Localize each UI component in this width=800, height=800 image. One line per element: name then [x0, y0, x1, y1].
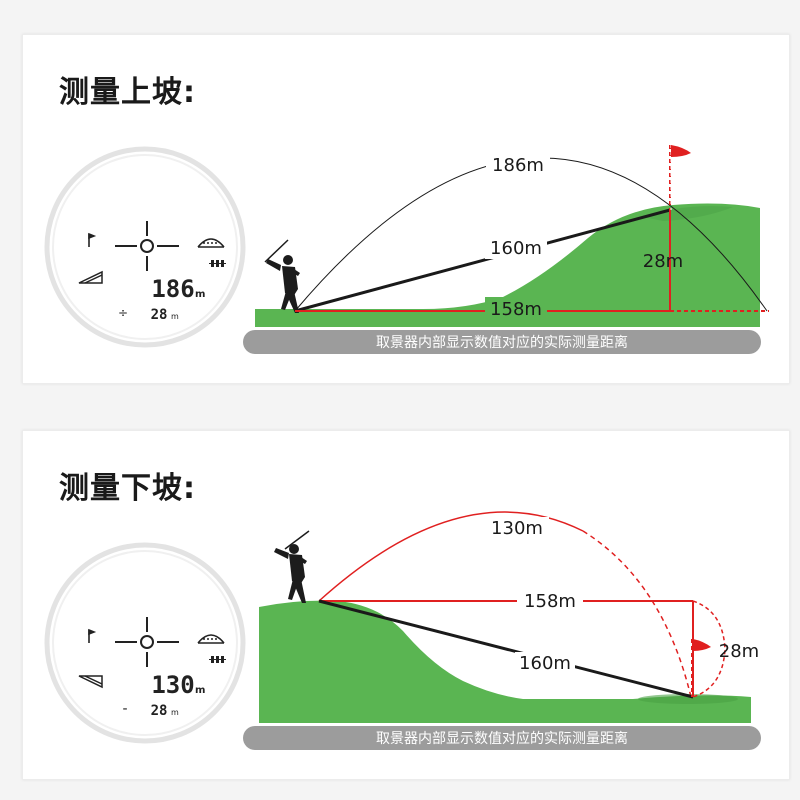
pin-flag-icon	[88, 628, 97, 643]
uphill-banner-text: 取景器内部显示数值对应的实际测量距离	[376, 334, 628, 351]
downhill-banner	[243, 726, 761, 750]
uphill-card: 测量上坡:	[22, 34, 790, 384]
battery-icon	[209, 260, 226, 267]
uphill-title: 测量上坡:	[59, 75, 196, 110]
display-sub-unit: m	[171, 708, 179, 717]
uphill-terrain	[255, 203, 760, 327]
display-sub-sign: ÷	[118, 306, 128, 320]
golfer-icon	[264, 239, 300, 313]
uphill-banner	[243, 330, 761, 354]
display-main-value: 130	[151, 671, 194, 699]
slope-up-icon	[78, 270, 103, 284]
uphill-line-of-sight	[294, 208, 671, 313]
golfer-icon	[274, 530, 310, 603]
line-label-bg	[485, 237, 547, 259]
green-shade	[638, 694, 738, 704]
downhill-height-label: 28m	[719, 641, 759, 662]
uphill-arc-label: 186m	[492, 155, 544, 176]
battery-icon	[209, 656, 226, 663]
display-main-value: 186	[151, 275, 194, 303]
uphill-horizontal-label: 158m	[490, 299, 542, 320]
slope-down-icon	[78, 675, 103, 689]
display-sub-unit: m	[171, 312, 179, 321]
trajectory-icon	[197, 634, 225, 644]
arc-label-bg	[485, 517, 549, 539]
downhill-arc-label: 130m	[491, 518, 543, 539]
downhill-line-label: 160m	[519, 653, 571, 674]
viewfinder-display: 130 m - 28 m	[44, 542, 246, 744]
trajectory-icon	[197, 238, 225, 248]
uphill-line-label: 160m	[490, 238, 542, 259]
pin-flag-icon	[88, 232, 97, 247]
horizontal-label-bg	[485, 297, 547, 319]
display-sub-value: 28	[151, 307, 168, 323]
downhill-line-of-sight	[318, 599, 694, 699]
downhill-title: 测量下坡:	[59, 471, 196, 506]
uphill-diagram: 186 m ÷ 28 m 取景器内部显示数值对应的实际测量距离 186m	[44, 145, 769, 354]
display-unit: m	[195, 685, 205, 696]
downhill-card: 测量下坡:	[22, 430, 790, 780]
flag-icon	[669, 145, 691, 210]
viewfinder-display: 186 m ÷ 28 m	[44, 146, 246, 348]
flag-icon	[691, 639, 711, 697]
crosshair-icon	[115, 221, 179, 271]
horizontal-label-bg	[517, 589, 583, 611]
downhill-diagram: 130 m - 28 m 取景器内部显示数值对应的实际测量距离 130m	[44, 511, 761, 750]
downhill-height-arc	[692, 600, 726, 698]
downhill-banner-text: 取景器内部显示数值对应的实际测量距离	[376, 730, 628, 747]
downhill-arc-130-dashed	[582, 530, 692, 698]
display-unit: m	[195, 289, 205, 300]
line-label-bg	[515, 652, 575, 674]
downhill-arc-130	[318, 511, 584, 602]
uphill-hilltop-shade	[643, 206, 733, 221]
crosshair-icon	[115, 617, 179, 667]
display-sub-sign: -	[122, 701, 127, 717]
display-sub-value: 28	[151, 703, 168, 719]
downhill-horizontal-label: 158m	[524, 591, 576, 612]
uphill-height-label: 28m	[643, 251, 683, 272]
downhill-terrain	[259, 600, 751, 723]
arc-label-bg	[486, 153, 550, 175]
